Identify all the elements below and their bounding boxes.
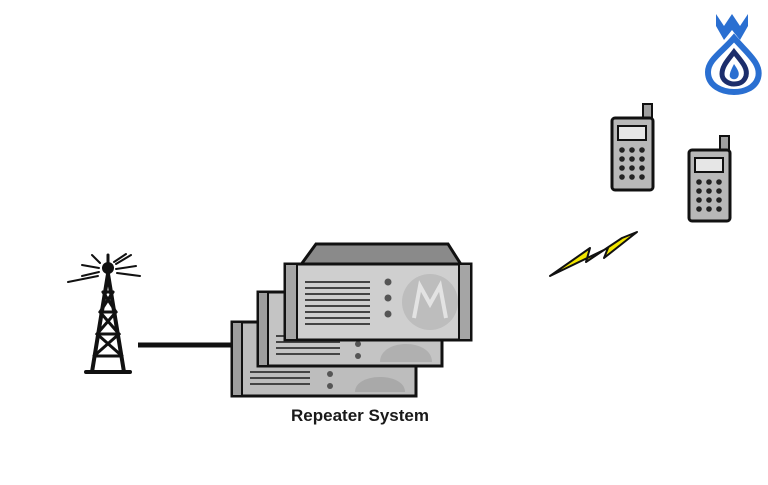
water-drop-logo-icon (704, 14, 762, 96)
repeater-rack-icon (230, 242, 473, 398)
radio-tower-icon (67, 253, 141, 374)
handheld-radio-icon (687, 135, 732, 223)
repeater-system-caption: Repeater System (291, 406, 429, 425)
repeater-unit-front (283, 242, 473, 342)
lightning-bolt-icon (549, 231, 638, 277)
handheld-radio-icon (610, 103, 655, 192)
